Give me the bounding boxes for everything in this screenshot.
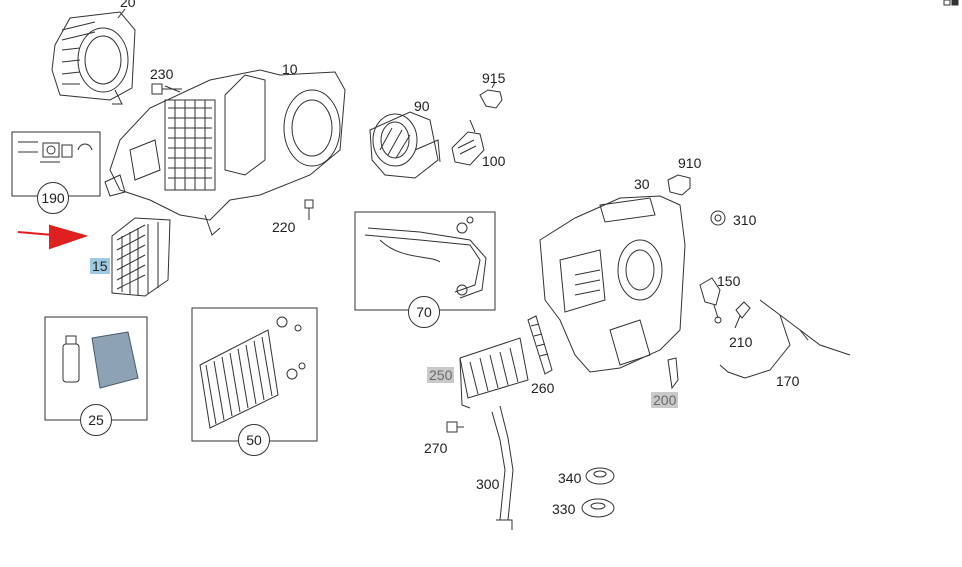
part-170-wiring-harness xyxy=(719,299,851,379)
label-230: 230 xyxy=(150,66,174,82)
label-340: 340 xyxy=(558,470,582,486)
label-190: 190 xyxy=(41,190,65,206)
part-220-screw xyxy=(304,199,314,220)
label-30: 30 xyxy=(634,176,650,192)
callout-190: 190 xyxy=(37,182,69,214)
part-330-fastener xyxy=(581,498,615,518)
part-200-sensor xyxy=(667,357,679,390)
label-25: 25 xyxy=(88,412,104,428)
label-90: 90 xyxy=(414,98,430,114)
label-200: 200 xyxy=(651,392,679,408)
part-20-housing xyxy=(51,11,136,105)
label-330: 330 xyxy=(552,501,576,517)
callout-70: 70 xyxy=(408,296,440,328)
callout-50: 50 xyxy=(238,424,270,456)
pointer-arrow xyxy=(17,224,89,250)
part-915-gasket xyxy=(479,81,503,109)
part-50-heat-exchanger xyxy=(191,307,318,442)
part-260-strip xyxy=(527,315,553,375)
label-10: 10 xyxy=(282,61,298,77)
label-50: 50 xyxy=(246,432,262,448)
part-310-fastener xyxy=(710,210,726,226)
part-210-sensor xyxy=(734,301,751,329)
part-340-fastener xyxy=(585,467,615,485)
label-260: 260 xyxy=(531,380,555,396)
page-corner-icon xyxy=(943,0,959,6)
part-100-resistor xyxy=(451,119,485,166)
label-915: 915 xyxy=(482,70,506,86)
label-15: 15 xyxy=(90,258,110,274)
part-910-gasket xyxy=(667,174,691,196)
label-210: 210 xyxy=(729,334,753,350)
part-270-plug xyxy=(446,421,464,433)
label-100: 100 xyxy=(482,153,506,169)
part-30-heater-box xyxy=(539,195,686,373)
label-300: 300 xyxy=(476,476,500,492)
part-300-pipe xyxy=(491,405,514,530)
label-910: 910 xyxy=(678,155,702,171)
part-15-cabin-filter xyxy=(111,217,171,297)
part-90-blower xyxy=(369,111,441,179)
part-230-screw xyxy=(151,83,182,95)
part-10-main-housing xyxy=(104,69,346,236)
label-70: 70 xyxy=(416,304,432,320)
label-250: 250 xyxy=(427,367,455,383)
part-150-actuator xyxy=(699,277,722,324)
callout-25: 25 xyxy=(80,404,112,436)
part-250-heater-core xyxy=(459,337,529,409)
label-220: 220 xyxy=(272,219,296,235)
label-310: 310 xyxy=(733,212,757,228)
label-170: 170 xyxy=(776,373,800,389)
label-270: 270 xyxy=(424,440,448,456)
label-20: 20 xyxy=(120,0,136,10)
label-150: 150 xyxy=(717,273,741,289)
